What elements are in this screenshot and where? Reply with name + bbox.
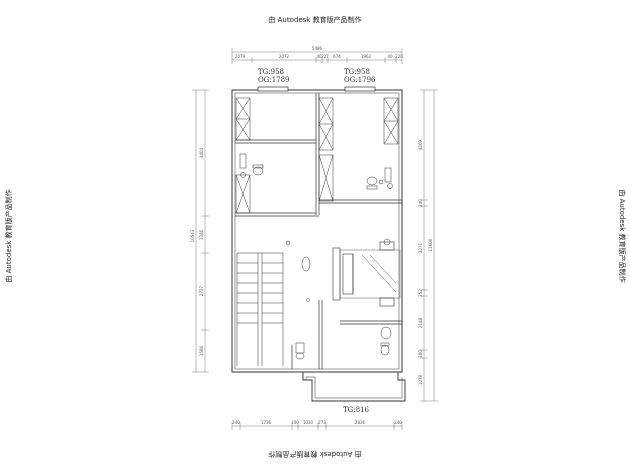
- watermark-top: 由 Autodesk 教育版产品制作: [268, 16, 362, 24]
- dim-top-5: 1962: [361, 54, 372, 59]
- dimension-lines: [192, 48, 438, 430]
- dim-top-1: 2072: [279, 54, 290, 59]
- dim-top-6: 40: [387, 54, 393, 59]
- wardrobe-left: [235, 97, 251, 214]
- dim-top-3: 227: [321, 54, 329, 59]
- label-tg-bottom: TG:816: [343, 406, 370, 414]
- dim-bottom-3: 1030: [303, 420, 314, 425]
- exterior-walls: [231, 89, 406, 402]
- dim-bottom-6: 240: [394, 420, 402, 425]
- label-og-left: OG:1789: [258, 76, 290, 84]
- dim-left-2: 2737: [199, 285, 204, 296]
- bed: [332, 241, 401, 307]
- label-tg-right: TG:958: [344, 68, 370, 76]
- interior-walls: [235, 93, 402, 369]
- dim-top-total: 5486: [312, 46, 323, 51]
- dim-left-3: 1586: [199, 345, 204, 356]
- dim-bottom-2: 100: [291, 420, 299, 425]
- label-og-right: OG:1796: [344, 76, 376, 84]
- dim-top-0: 2079: [235, 54, 246, 59]
- dim-bottom-1: 1736: [261, 420, 272, 425]
- dim-left-1: 1346: [199, 229, 204, 240]
- dim-right-3: 252: [418, 289, 423, 297]
- label-tg-left: TG:958: [258, 68, 284, 76]
- wardrobe-right: [383, 97, 399, 145]
- wardrobe-center: [318, 97, 334, 202]
- dim-right-2: 3271: [418, 242, 423, 253]
- dim-bottom-0: 240: [232, 420, 240, 425]
- dim-right-0: 4209: [418, 139, 423, 150]
- dim-right-total: 11600: [428, 238, 433, 251]
- dim-top-7: 220: [395, 54, 403, 59]
- dim-right-4: 2148: [418, 317, 423, 328]
- dim-top-4: 674: [333, 54, 341, 59]
- dim-bottom-4: 273: [318, 420, 326, 425]
- dim-bottom-5: 2836: [355, 420, 366, 425]
- dim-right-6: 1278: [418, 374, 423, 385]
- dim-left-total: 10543: [190, 229, 195, 242]
- dim-top-2: 40: [316, 54, 322, 59]
- dim-right-5: 300: [418, 350, 423, 358]
- dim-right-1: 240: [418, 199, 423, 207]
- staircase: [236, 252, 284, 366]
- dim-left-0: 4404: [199, 147, 204, 158]
